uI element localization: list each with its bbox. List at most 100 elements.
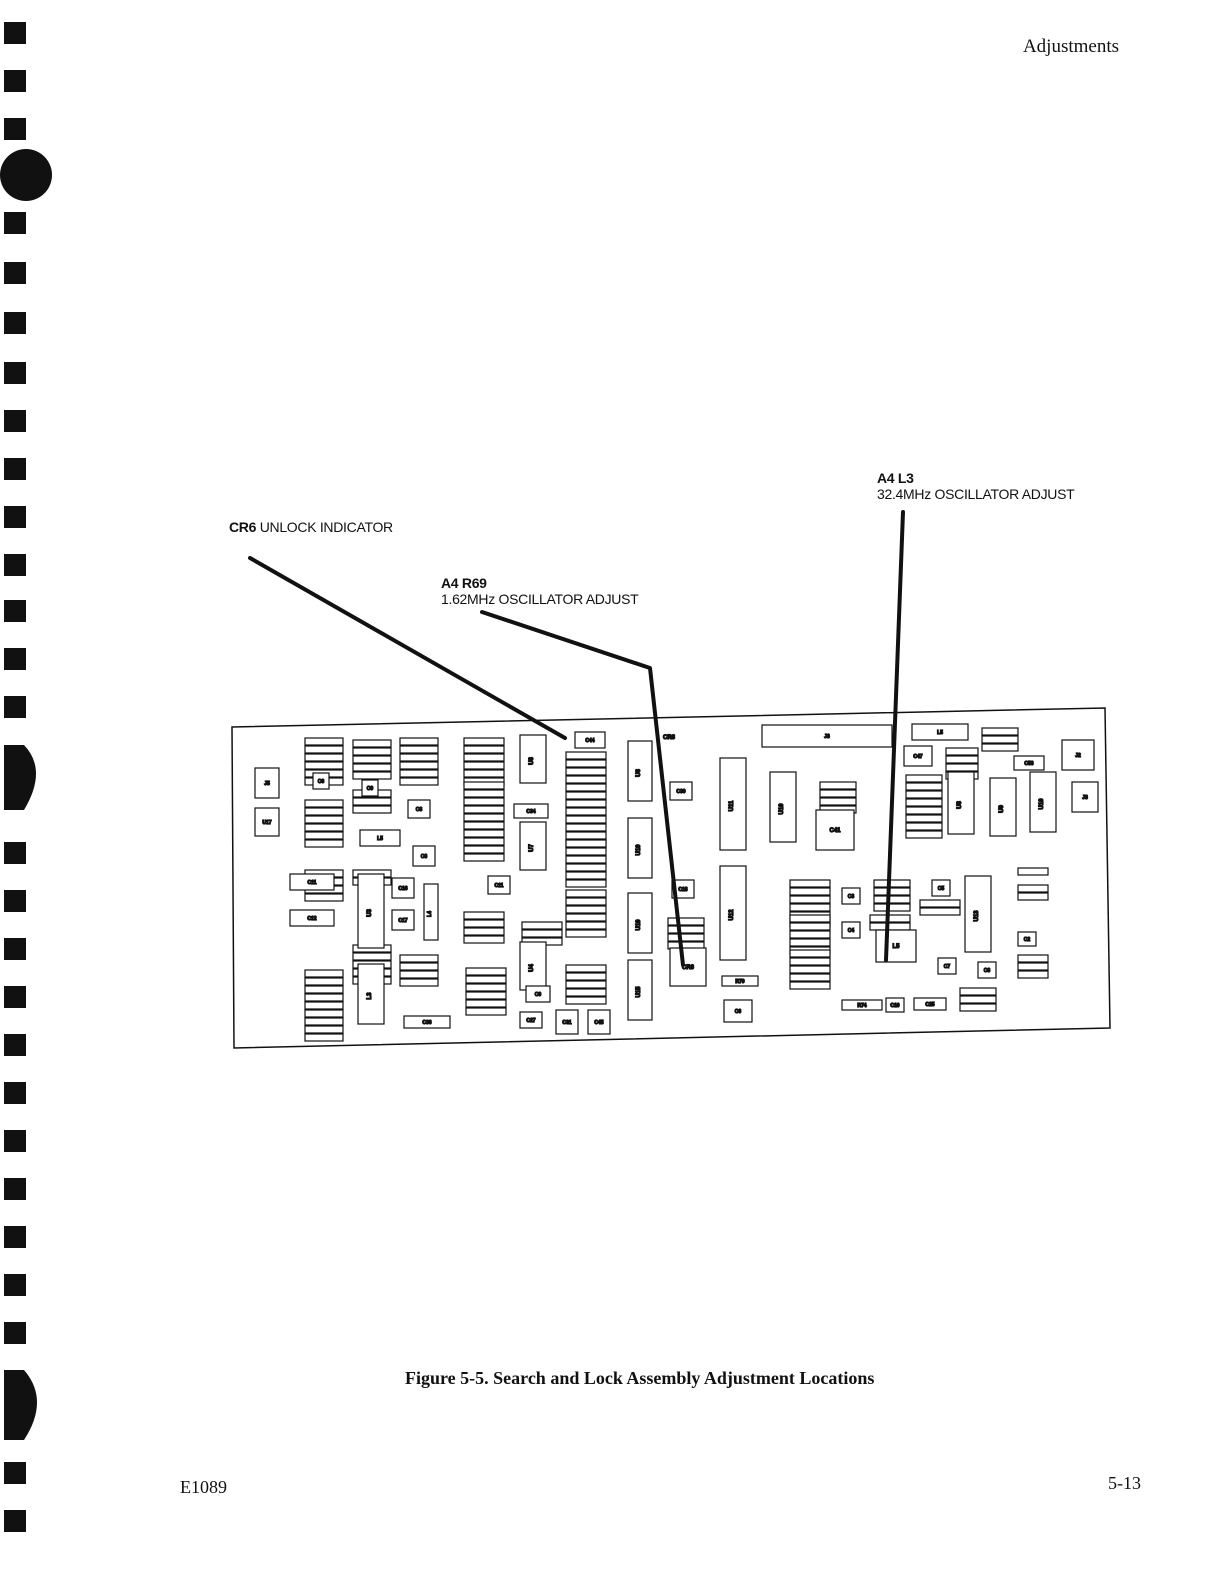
resistor-8-3 — [399, 761, 439, 770]
resistor-30-0 — [1017, 954, 1049, 963]
resistor-23-1 — [819, 789, 857, 798]
resistor-22-4 — [789, 981, 831, 990]
part-label-16: J8 — [1082, 795, 1088, 801]
figure-caption: Figure 5-5. Search and Lock Assembly Adj… — [405, 1368, 875, 1388]
part-3 — [361, 779, 379, 797]
resistor-9-3 — [399, 978, 439, 987]
resistor-11-5 — [463, 821, 505, 830]
part-label-31: L5 — [377, 836, 383, 842]
resistor-17-3 — [565, 988, 607, 997]
ic-label-19: CR6 — [663, 735, 676, 741]
part-label-21: C7 — [944, 964, 951, 970]
resistor-10-2 — [463, 753, 505, 762]
ic-label-10: U3 — [367, 909, 373, 917]
part-13 — [671, 879, 695, 899]
ic-12 — [947, 771, 975, 835]
ic-19 — [667, 735, 671, 739]
resistor-31-1 — [959, 995, 997, 1004]
ic-15 — [964, 875, 992, 953]
part-1 — [254, 807, 280, 837]
resistor-20-0 — [789, 879, 831, 888]
part-label-29: C31 — [562, 1020, 571, 1026]
part-6 — [391, 877, 415, 899]
resistor-3-1 — [304, 977, 344, 986]
part-23 — [1017, 931, 1037, 947]
ic-label-14: U10 — [1039, 798, 1045, 810]
part-26 — [723, 999, 753, 1023]
ic-7 — [627, 892, 653, 954]
part-17 — [911, 723, 969, 741]
part-37 — [885, 997, 905, 1013]
callout-cr6-text: CR6 UNLOCK INDICATOR — [229, 519, 393, 535]
callout-r69-ref: A4 R69 — [441, 575, 487, 591]
resistor-14-3 — [565, 775, 607, 784]
resistor-9-0 — [399, 954, 439, 963]
ic-label-5: U12 — [729, 909, 735, 921]
resistor-0-3 — [304, 761, 344, 770]
resistor-27-1 — [981, 735, 1019, 744]
part-label-5: C8 — [421, 854, 428, 860]
resistor-11-1 — [463, 789, 505, 798]
resistor-11-4 — [463, 813, 505, 822]
resistor-17-2 — [565, 980, 607, 989]
resistor-15-2 — [565, 855, 607, 864]
ic-label-15: U13 — [974, 910, 980, 922]
resistor-9-1 — [399, 962, 439, 971]
page-number: 5-13 — [1108, 1473, 1141, 1493]
ic-4 — [719, 757, 747, 851]
part-label-15: J2 — [1075, 753, 1081, 759]
ic-label-13: U9 — [999, 805, 1005, 813]
ic-label-12: U8 — [957, 801, 963, 809]
part-label-26: C6 — [735, 1009, 742, 1015]
part-35 — [721, 975, 759, 987]
part-label-23: C2 — [1024, 937, 1031, 943]
part-label-7: C17 — [398, 918, 407, 924]
resistor-8-1 — [399, 745, 439, 754]
document-id: E1089 — [180, 1477, 227, 1497]
part-30 — [587, 1009, 611, 1035]
callout-cr6: CR6 UNLOCK INDICATOR — [229, 519, 393, 535]
resistor-14-0 — [565, 751, 607, 760]
part-19 — [1013, 755, 1045, 771]
part-label-36: R74 — [857, 1003, 866, 1009]
resistor-19-1 — [667, 925, 705, 934]
resistor-12-1 — [463, 919, 505, 928]
ic-label-11: L3 — [367, 992, 373, 1000]
part-label-30: C45 — [594, 1020, 603, 1026]
part-34 — [403, 1015, 451, 1029]
resistor-1-0 — [304, 799, 344, 808]
resistor-25-7 — [905, 830, 943, 839]
ic-label-4: U11 — [729, 800, 735, 811]
ic-13 — [989, 777, 1017, 837]
part-label-17: L5 — [937, 730, 943, 736]
resistor-17-1 — [565, 972, 607, 981]
resistor-3-5 — [304, 1009, 344, 1018]
part-36 — [841, 999, 883, 1011]
ic-label-18: CR6 — [682, 965, 695, 971]
resistor-24-1 — [873, 887, 911, 896]
resistor-4-1 — [352, 747, 392, 756]
part-31 — [359, 829, 401, 847]
ic-14 — [1029, 771, 1057, 833]
resistor-20-2 — [789, 895, 831, 904]
resistor-1-4 — [304, 831, 344, 840]
resistor-22-0 — [789, 949, 831, 958]
resistor-21-2 — [789, 930, 831, 939]
part-label-3: C9 — [367, 786, 374, 792]
resistor-2-3 — [304, 893, 344, 902]
part-label-33: C12 — [307, 916, 316, 922]
ic-label-1: U6 — [636, 769, 642, 777]
ic-label-0: U8 — [529, 757, 535, 765]
resistor-8-5 — [399, 777, 439, 786]
resistor-7-1 — [352, 952, 392, 961]
part-9 — [487, 875, 511, 895]
callout-l3-ref: A4 L3 — [877, 470, 914, 486]
resistor-23-0 — [819, 781, 857, 790]
resistor-25-2 — [905, 790, 943, 799]
resistor-26-1 — [945, 755, 979, 764]
resistor-14-10 — [565, 831, 607, 840]
resistor-3-6 — [304, 1017, 344, 1026]
resistor-10-4 — [463, 769, 505, 778]
resistor-8-2 — [399, 753, 439, 762]
resistor-14-8 — [565, 815, 607, 824]
